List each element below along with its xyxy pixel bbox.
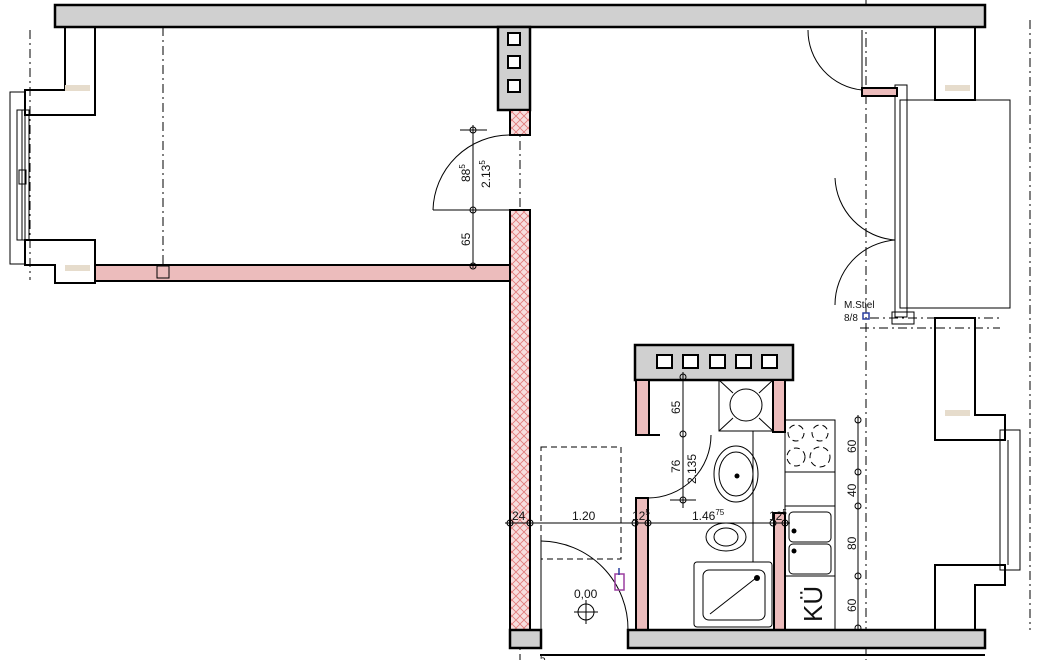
dim-24: 24 — [512, 509, 526, 523]
parapet-dim: 65 — [459, 232, 473, 246]
kitchen-dim-60b: 60 — [845, 598, 859, 612]
bottom-dim: 5 — [540, 654, 546, 660]
bath-block: 65 76 2.135 — [633, 343, 795, 631]
dim-12-b: 125 — [769, 508, 787, 523]
column-marker — [862, 312, 870, 320]
room-door: 885 2.135 65 — [432, 125, 511, 270]
door-width-dim: 885 — [458, 164, 473, 182]
column-size: 8/8 — [844, 313, 858, 324]
top-wall — [53, 3, 987, 29]
dimension-chain: 24 1.20 125 1.4675 125 — [505, 508, 790, 527]
kitchen-dim-60a: 60 — [845, 439, 859, 453]
hallway: 0,00 — [540, 446, 629, 631]
bath-door-width-dim: 76 — [669, 459, 683, 473]
dim-1-46: 1.4675 — [692, 508, 725, 523]
partition-wall-upper — [509, 109, 531, 136]
door-height-dim: 2.135 — [478, 160, 493, 188]
left-window — [9, 26, 96, 284]
electric-marker — [614, 573, 625, 591]
kitchen-dim-80: 80 — [845, 536, 859, 550]
bath-door-height-dim: 2.135 — [685, 454, 699, 484]
chimney-pillar — [496, 25, 532, 112]
bottom-wall-left — [508, 628, 543, 650]
bath-parapet-dim: 65 — [669, 400, 683, 414]
dim-1-20: 1.20 — [572, 509, 596, 523]
column-label: M.Stiel — [844, 300, 875, 311]
kitchen-counter: KÜ 60 40 80 60 — [784, 415, 862, 640]
bottom-wall — [626, 628, 987, 650]
kitchen-label: KÜ — [798, 586, 828, 622]
dim-12-a: 125 — [632, 508, 650, 523]
partition-wall — [509, 209, 531, 631]
kitchen-dim-40: 40 — [845, 483, 859, 497]
floor-level: 0,00 — [574, 587, 598, 601]
